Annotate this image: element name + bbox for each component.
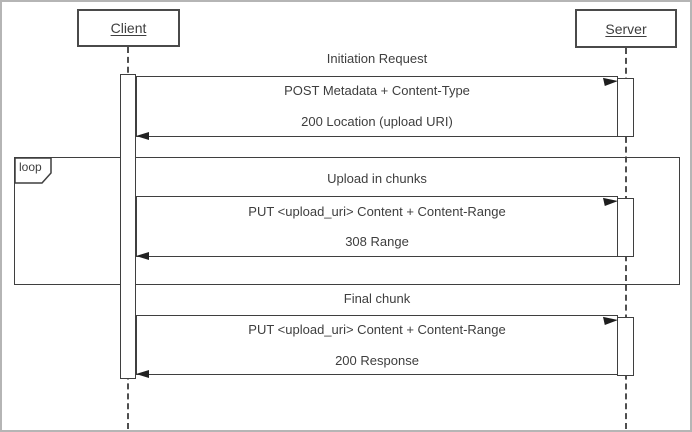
client-activation-bar <box>120 74 136 379</box>
client-actor-box: Client <box>77 9 180 47</box>
loop-operator-label: loop <box>19 160 42 174</box>
section-label-initiation: Initiation Request <box>326 51 428 66</box>
request-arrowhead-icon <box>603 197 618 206</box>
loop-frame <box>14 157 680 285</box>
response-arrowhead-icon <box>136 252 149 260</box>
client-actor-label: Client <box>110 20 147 36</box>
response-message-label: 308 Range <box>345 234 409 249</box>
request-message-label: PUT <upload_uri> Content + Content-Range <box>248 204 506 219</box>
server-actor-label: Server <box>605 20 647 37</box>
response-arrowhead-icon <box>136 370 149 378</box>
request-arrowhead-icon <box>603 77 618 86</box>
request-message-label: POST Metadata + Content-Type <box>284 83 470 98</box>
request-arrowhead-icon <box>603 316 618 325</box>
section-label-chunks: Upload in chunks <box>327 171 427 186</box>
server-actor-box: Server <box>575 9 677 48</box>
server-activation-bar-3 <box>617 317 634 376</box>
response-message-label: 200 Location (upload URI) <box>301 114 453 129</box>
loop-operator-pentagon <box>14 157 52 184</box>
response-arrowhead-icon <box>136 132 149 140</box>
section-label-final: Final chunk <box>343 291 411 306</box>
response-message-label: 200 Response <box>335 353 419 368</box>
request-message-label: PUT <upload_uri> Content + Content-Range <box>248 322 506 337</box>
server-activation-bar-1 <box>617 78 634 137</box>
server-activation-bar-2 <box>617 198 634 257</box>
